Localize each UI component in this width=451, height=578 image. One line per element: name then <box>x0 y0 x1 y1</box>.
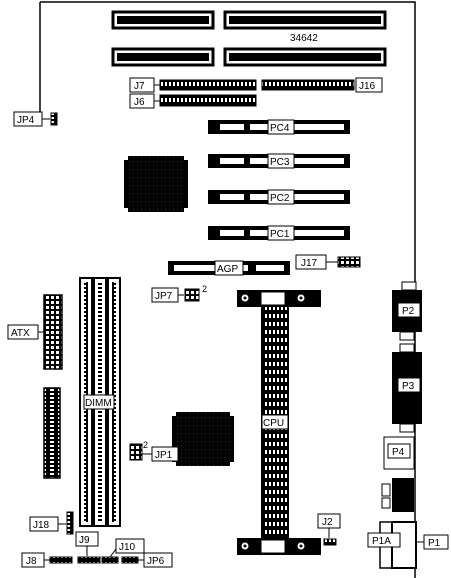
pci-slot-2: PC2 <box>208 189 350 205</box>
svg-text:J10: J10 <box>119 542 136 553</box>
label-j18: J18 <box>29 516 66 532</box>
svg-text:CPU: CPU <box>263 418 284 429</box>
pci-slot-3: PC3 <box>208 153 350 169</box>
svg-text:P3: P3 <box>402 381 415 392</box>
jp4-jumper <box>50 112 58 126</box>
label-j9: J9 <box>75 531 99 556</box>
label-p1: P1 <box>416 534 449 550</box>
label-j2: J2 <box>317 513 341 538</box>
ide-connector <box>43 387 61 479</box>
svg-text:J18: J18 <box>33 520 50 531</box>
label-jp1: JP1 <box>142 446 179 462</box>
svg-text:PC1: PC1 <box>270 229 290 240</box>
svg-text:J16: J16 <box>359 81 376 92</box>
svg-text:J6: J6 <box>134 97 145 108</box>
j2-jumper <box>323 538 337 546</box>
label-j6: J6 <box>129 93 160 109</box>
j18-connector <box>66 511 74 535</box>
board-code: 34642 <box>290 33 318 44</box>
p4-port: P4 <box>383 436 415 470</box>
svg-text:P2: P2 <box>402 306 415 317</box>
chipset-chip <box>124 156 188 212</box>
jp7-jumper <box>184 288 200 302</box>
svg-text:AGP: AGP <box>217 264 238 275</box>
cpu-slot: CPU <box>237 290 321 555</box>
label-j8: J8 <box>21 552 50 568</box>
svg-text:JP4: JP4 <box>17 115 35 126</box>
svg-text:DIMM: DIMM <box>85 398 112 409</box>
svg-text:JP7: JP7 <box>155 291 173 302</box>
svg-text:J17: J17 <box>301 258 318 269</box>
jp6-jumper <box>121 556 139 564</box>
pci-slot-1: PC1 <box>208 225 350 241</box>
label-j16: J16 <box>355 77 383 93</box>
svg-text:2: 2 <box>202 284 207 294</box>
j16-connector <box>261 79 355 91</box>
j7-connector <box>159 79 257 91</box>
j8-connector <box>49 556 73 564</box>
label-jp7: JP7 2 <box>151 284 207 303</box>
j10-connector <box>101 556 119 564</box>
top-slots <box>111 10 387 67</box>
svg-text:PC2: PC2 <box>270 193 290 204</box>
jp1-jumper <box>129 443 143 461</box>
j6-connector <box>159 94 257 107</box>
label-jp6: JP6 <box>138 552 173 568</box>
p1-connector: P1A <box>367 521 417 569</box>
j9-connector <box>77 556 101 564</box>
svg-text:J9: J9 <box>79 535 90 546</box>
atx-connector: ATX <box>7 294 63 370</box>
svg-text:P1A: P1A <box>372 536 391 547</box>
pci-slot-4: PC4 <box>208 119 350 135</box>
svg-text:J7: J7 <box>134 81 145 92</box>
svg-text:P1: P1 <box>428 538 441 549</box>
j17-connector <box>337 256 361 268</box>
svg-text:J8: J8 <box>26 556 37 567</box>
label-j17: J17 <box>295 254 338 270</box>
p2-port: P2 <box>392 281 422 341</box>
bios-chip <box>172 412 234 466</box>
svg-text:JP6: JP6 <box>147 556 165 567</box>
svg-text:P4: P4 <box>392 447 405 458</box>
svg-text:J2: J2 <box>322 517 333 528</box>
jp1-pin-label: 2 <box>143 440 148 450</box>
label-jp4: JP4 <box>13 111 50 127</box>
ps2-ports <box>381 478 414 512</box>
agp-slot: AGP <box>168 260 290 276</box>
svg-text:PC4: PC4 <box>270 123 290 134</box>
p3-port: P3 <box>392 343 422 433</box>
label-j10: J10 <box>109 538 145 558</box>
dimm-sockets: DIMM <box>79 277 121 527</box>
label-j7: J7 <box>129 77 160 93</box>
svg-text:ATX: ATX <box>11 328 30 339</box>
svg-text:PC3: PC3 <box>270 157 290 168</box>
svg-text:JP1: JP1 <box>155 450 173 461</box>
